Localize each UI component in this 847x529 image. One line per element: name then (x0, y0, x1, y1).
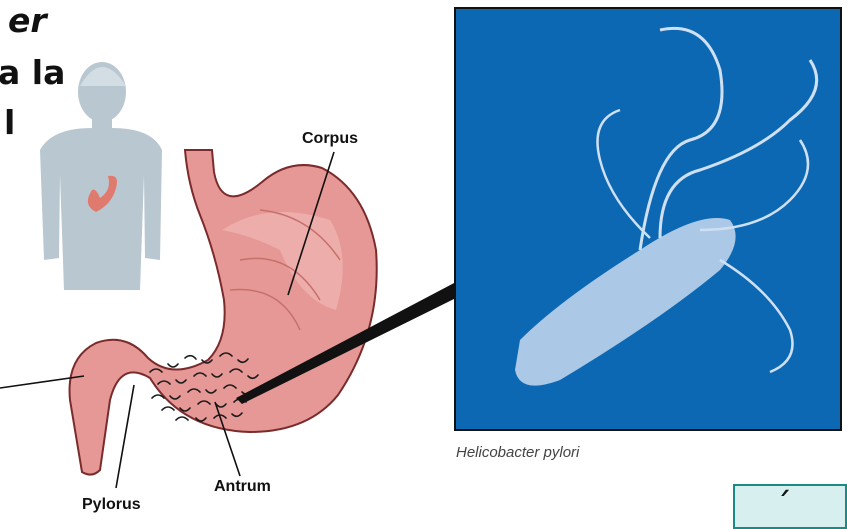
label-antrum: Antrum (214, 478, 271, 496)
nav-glyph: ´ (775, 486, 792, 526)
human-figure (40, 62, 162, 290)
label-pylorus: Pylorus (82, 496, 141, 514)
next-nav-button[interactable]: ´ (733, 484, 847, 529)
label-corpus: Corpus (302, 130, 358, 148)
micrograph-caption: Helicobacter pylori (456, 444, 579, 461)
micrograph-panel (455, 8, 841, 430)
